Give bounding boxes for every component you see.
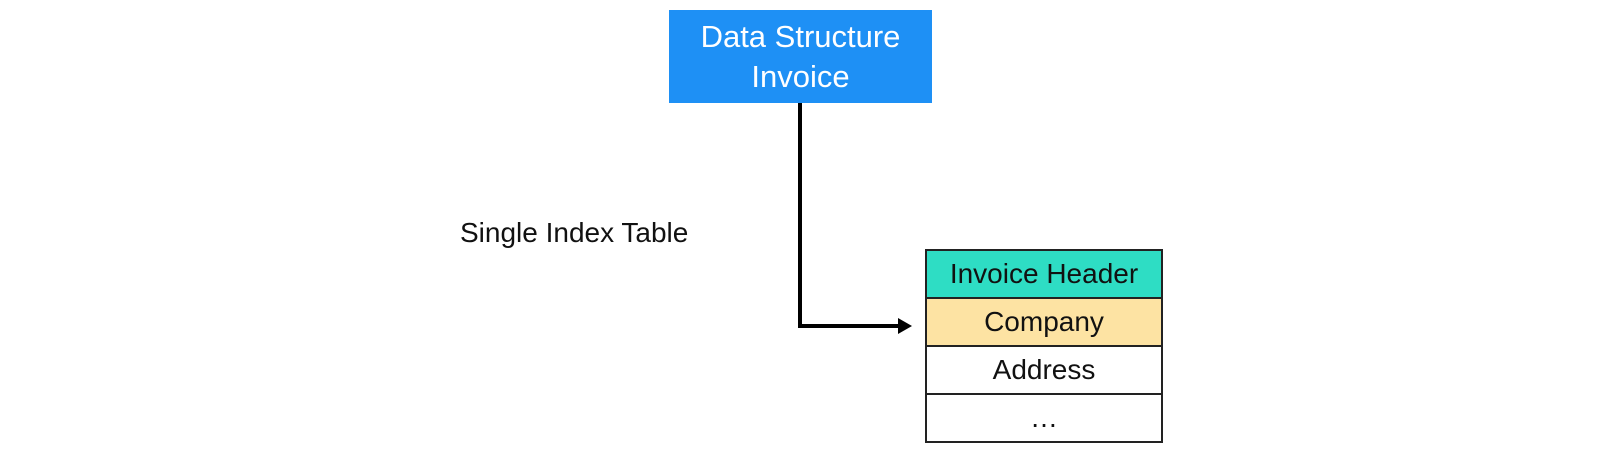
table-row-label: Invoice Header <box>949 258 1139 289</box>
root-node-title-line2: Invoice <box>751 58 850 94</box>
table-row-address: Address <box>927 347 1161 395</box>
table-row-ellipsis: … <box>927 395 1161 441</box>
index-table: Invoice Header Company Address … <box>925 249 1163 443</box>
arrowhead-icon <box>898 318 912 334</box>
table-row-invoice-header: Invoice Header <box>927 251 1161 299</box>
root-node-title-line1: Data Structure <box>700 18 901 54</box>
table-row-label: Address <box>992 354 1096 385</box>
table-row-label: Company <box>984 306 1104 337</box>
root-node-data-structure-invoice: Data Structure Invoice <box>669 10 932 103</box>
connector-line <box>798 103 898 328</box>
table-row-label: … <box>1030 402 1058 433</box>
table-row-company: Company <box>927 299 1161 347</box>
connector-label: Single Index Table <box>460 217 689 248</box>
